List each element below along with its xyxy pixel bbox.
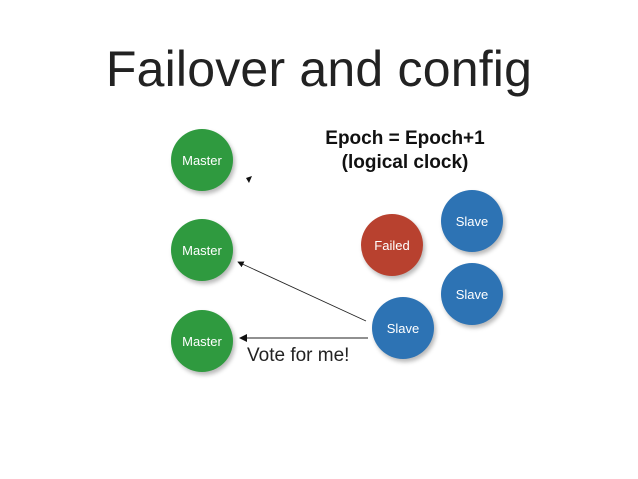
epoch-annotation: Epoch = Epoch+1 (logical clock)	[300, 127, 510, 175]
slave-node-label: Slave	[386, 320, 420, 336]
master-node-label: Master	[182, 242, 222, 258]
failed-node: Failed	[361, 214, 423, 276]
slave-node-label: Slave	[455, 213, 489, 229]
master-node-label: Master	[182, 152, 222, 168]
slide-title: Failover and config	[105, 41, 533, 97]
master-node-top: Master	[171, 129, 233, 191]
slave-node-right-top: Slave	[441, 190, 503, 252]
vote-label: Vote for me!	[247, 345, 350, 366]
slave-node-right-bottom: Slave	[441, 263, 503, 325]
vote-arrow-to-middle-master	[237, 261, 367, 322]
slave-node-label: Slave	[455, 286, 489, 302]
epoch-line-1: Epoch = Epoch+1	[325, 128, 485, 149]
master-node-bottom: Master	[171, 310, 233, 372]
slave-node-candidate: Slave	[372, 297, 434, 359]
epoch-line-2: (logical clock)	[341, 151, 469, 173]
failed-node-label: Failed	[374, 237, 410, 253]
master-node-middle: Master	[171, 219, 233, 281]
master-node-label: Master	[182, 333, 222, 349]
vote-arrow-to-top-master	[246, 176, 252, 183]
